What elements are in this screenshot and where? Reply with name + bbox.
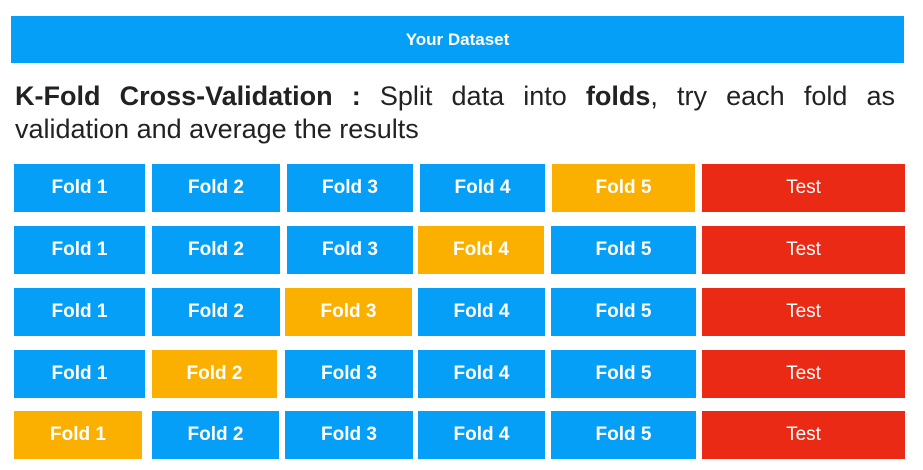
dataset-title: Your Dataset — [405, 29, 510, 49]
train-fold-cell: Fold 1 — [14, 164, 145, 212]
validation-fold-cell: Fold 2 — [152, 350, 277, 398]
description-highlight: folds — [585, 81, 651, 111]
train-fold-cell: Fold 1 — [14, 350, 145, 398]
validation-fold-cell: Fold 1 — [14, 411, 142, 459]
train-fold-cell: Fold 5 — [551, 350, 696, 398]
description-text: K-Fold Cross-Validation : Split data int… — [15, 80, 895, 146]
train-fold-cell: Fold 5 — [551, 226, 696, 274]
train-fold-cell: Fold 3 — [287, 226, 413, 274]
train-fold-cell: Fold 3 — [285, 411, 413, 459]
train-fold-cell: Fold 4 — [418, 350, 545, 398]
dataset-bar: Your Dataset — [11, 16, 904, 63]
train-fold-cell: Fold 4 — [418, 411, 545, 459]
train-fold-cell: Fold 2 — [152, 226, 280, 274]
test-cell: Test — [702, 164, 905, 212]
train-fold-cell: Fold 5 — [551, 411, 696, 459]
train-fold-cell: Fold 3 — [287, 164, 413, 212]
validation-fold-cell: Fold 5 — [552, 164, 695, 212]
train-fold-cell: Fold 2 — [152, 411, 279, 459]
test-cell: Test — [702, 226, 905, 274]
description-text-before: Split data into — [360, 81, 586, 111]
validation-fold-cell: Fold 4 — [418, 226, 544, 274]
test-cell: Test — [702, 411, 905, 459]
train-fold-cell: Fold 3 — [285, 350, 413, 398]
train-fold-cell: Fold 4 — [420, 164, 545, 212]
train-fold-cell: Fold 4 — [418, 288, 545, 336]
train-fold-cell: Fold 1 — [14, 226, 145, 274]
test-cell: Test — [702, 350, 905, 398]
test-cell: Test — [702, 288, 905, 336]
validation-fold-cell: Fold 3 — [285, 288, 412, 336]
train-fold-cell: Fold 2 — [152, 288, 280, 336]
train-fold-cell: Fold 2 — [152, 164, 280, 212]
train-fold-cell: Fold 5 — [551, 288, 696, 336]
description-term: K-Fold Cross-Validation : — [15, 81, 361, 111]
description-text-after: , try each fold as validation and averag… — [15, 81, 895, 144]
train-fold-cell: Fold 1 — [14, 288, 145, 336]
